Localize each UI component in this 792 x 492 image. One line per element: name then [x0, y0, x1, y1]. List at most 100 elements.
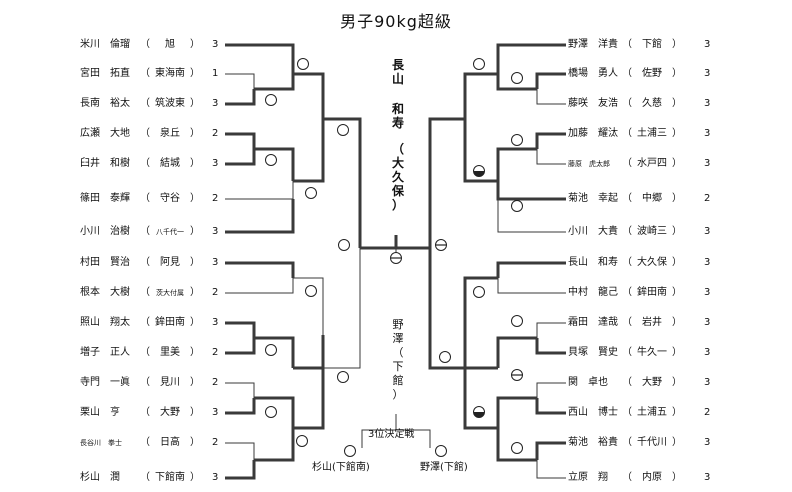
entrant-school: （水戸四） — [622, 158, 682, 170]
bracket-line — [496, 396, 537, 428]
school-name: 八千代一 — [156, 228, 184, 236]
entrant-score: 2 — [212, 377, 219, 388]
paren-open: （ — [140, 257, 150, 268]
paren-open: （ — [140, 287, 150, 298]
champion-school: （ 大 久 保 ） — [391, 142, 404, 212]
entrant-school: （筑波東） — [140, 98, 200, 110]
entrant-score: 3 — [212, 226, 219, 237]
entrant-score: 3 — [704, 437, 711, 448]
paren-close: ） — [672, 158, 682, 169]
entrant-name: 橋場 勇人 — [568, 68, 618, 79]
entrant-score: 3 — [212, 472, 219, 483]
bracket-line — [536, 382, 566, 398]
paren-close: ） — [190, 317, 200, 328]
entrant-school: （大野） — [140, 407, 200, 419]
third-place-left: 杉山(下館南) — [312, 462, 370, 473]
school-name: 岩井 — [642, 317, 662, 328]
school-name: 守谷 — [160, 193, 180, 204]
paren-open: （ — [622, 407, 632, 418]
bracket-line — [496, 147, 537, 181]
paren-close: ） — [190, 128, 200, 139]
entrant-score: 3 — [704, 347, 711, 358]
entrant-name: 照山 翔太 — [80, 317, 130, 328]
circle-mark — [265, 406, 277, 418]
entrant-school: （波崎三） — [622, 226, 682, 238]
entrant-score: 3 — [704, 98, 711, 109]
bracket-line — [225, 73, 255, 89]
barred-circle-mark — [390, 252, 402, 264]
bracket-line — [254, 396, 295, 428]
entrant-score: 3 — [704, 317, 711, 328]
bracket-line — [323, 117, 362, 248]
paren-close: ） — [672, 437, 682, 448]
entrant-name: 菊池 幸起 — [568, 193, 618, 204]
entrant-name: 村田 賢治 — [80, 257, 130, 268]
entrant-name: 増子 正人 — [80, 347, 130, 358]
school-name: 水戸四 — [637, 158, 667, 169]
bracket-line — [225, 261, 295, 278]
paren-open: （ — [622, 257, 632, 268]
paren-open: （ — [622, 39, 632, 50]
paren-close: ） — [672, 39, 682, 50]
champion-name: 長 山 和 寿 — [391, 58, 404, 130]
bracket-line — [293, 368, 325, 430]
school-name: 土浦三 — [637, 128, 667, 139]
circle-mark — [435, 445, 447, 457]
half-circle-mark — [473, 406, 485, 418]
bracket-line — [496, 428, 537, 462]
circle-mark — [337, 371, 349, 383]
entrant-school: （鉾田南） — [622, 287, 682, 299]
entrant-score: 3 — [212, 158, 219, 169]
bracket-line — [463, 119, 498, 183]
entrant-score: 1 — [212, 68, 219, 79]
bracket-line — [323, 248, 361, 369]
bracket-line — [463, 368, 498, 430]
paren-close: ） — [672, 407, 682, 418]
bracket-line — [225, 382, 255, 398]
paren-open: （ — [140, 98, 150, 109]
bracket-line — [497, 278, 566, 294]
entrant-school: （旭） — [140, 39, 200, 51]
bracket-line — [225, 199, 295, 234]
barred-circle-mark — [435, 239, 447, 251]
school-name: 鉾田南 — [155, 317, 185, 328]
circle-mark — [511, 134, 523, 146]
circle-mark — [296, 435, 308, 447]
entrant-school: （岩井） — [622, 317, 682, 329]
entrant-school: （泉丘） — [140, 128, 200, 140]
bracket-line — [254, 74, 295, 91]
paren-close: ） — [190, 193, 200, 204]
paren-close: ） — [672, 257, 682, 268]
entrant-school: （東海南） — [140, 68, 200, 80]
bracket-line — [536, 89, 566, 105]
entrant-score: 3 — [704, 377, 711, 388]
entrant-score: 3 — [212, 257, 219, 268]
paren-close: ） — [672, 377, 682, 388]
paren-open: （ — [140, 347, 150, 358]
school-name: 東海南 — [155, 68, 185, 79]
entrant-school: （牛久一） — [622, 347, 682, 359]
paren-open: （ — [140, 472, 150, 483]
bracket-line — [496, 261, 566, 278]
entrant-school: （守谷） — [140, 193, 200, 205]
entrant-name: 宮田 拓直 — [80, 68, 130, 79]
entrant-name: 中村 龍己 — [568, 287, 618, 298]
bracket-line — [535, 441, 566, 460]
bracket-line — [497, 199, 566, 233]
entrant-school: （中郷） — [622, 193, 682, 205]
paren-open: （ — [140, 39, 150, 50]
paren-open: （ — [622, 193, 632, 204]
entrant-name: 広瀬 大地 — [80, 128, 130, 139]
barred-circle-mark — [511, 369, 523, 381]
half-circle-mark — [473, 165, 485, 177]
circle-mark — [297, 58, 309, 70]
school-name: 土浦五 — [637, 407, 667, 418]
entrant-school: （茨大付属） — [140, 287, 200, 299]
entrant-school: （里美） — [140, 347, 200, 359]
entrant-score: 2 — [704, 407, 711, 418]
entrant-school: （ 土浦五 ） — [622, 407, 682, 419]
paren-close: ） — [190, 98, 200, 109]
entrant-name: 長南 裕太 — [80, 98, 130, 109]
school-name: 中郷 — [642, 193, 662, 204]
